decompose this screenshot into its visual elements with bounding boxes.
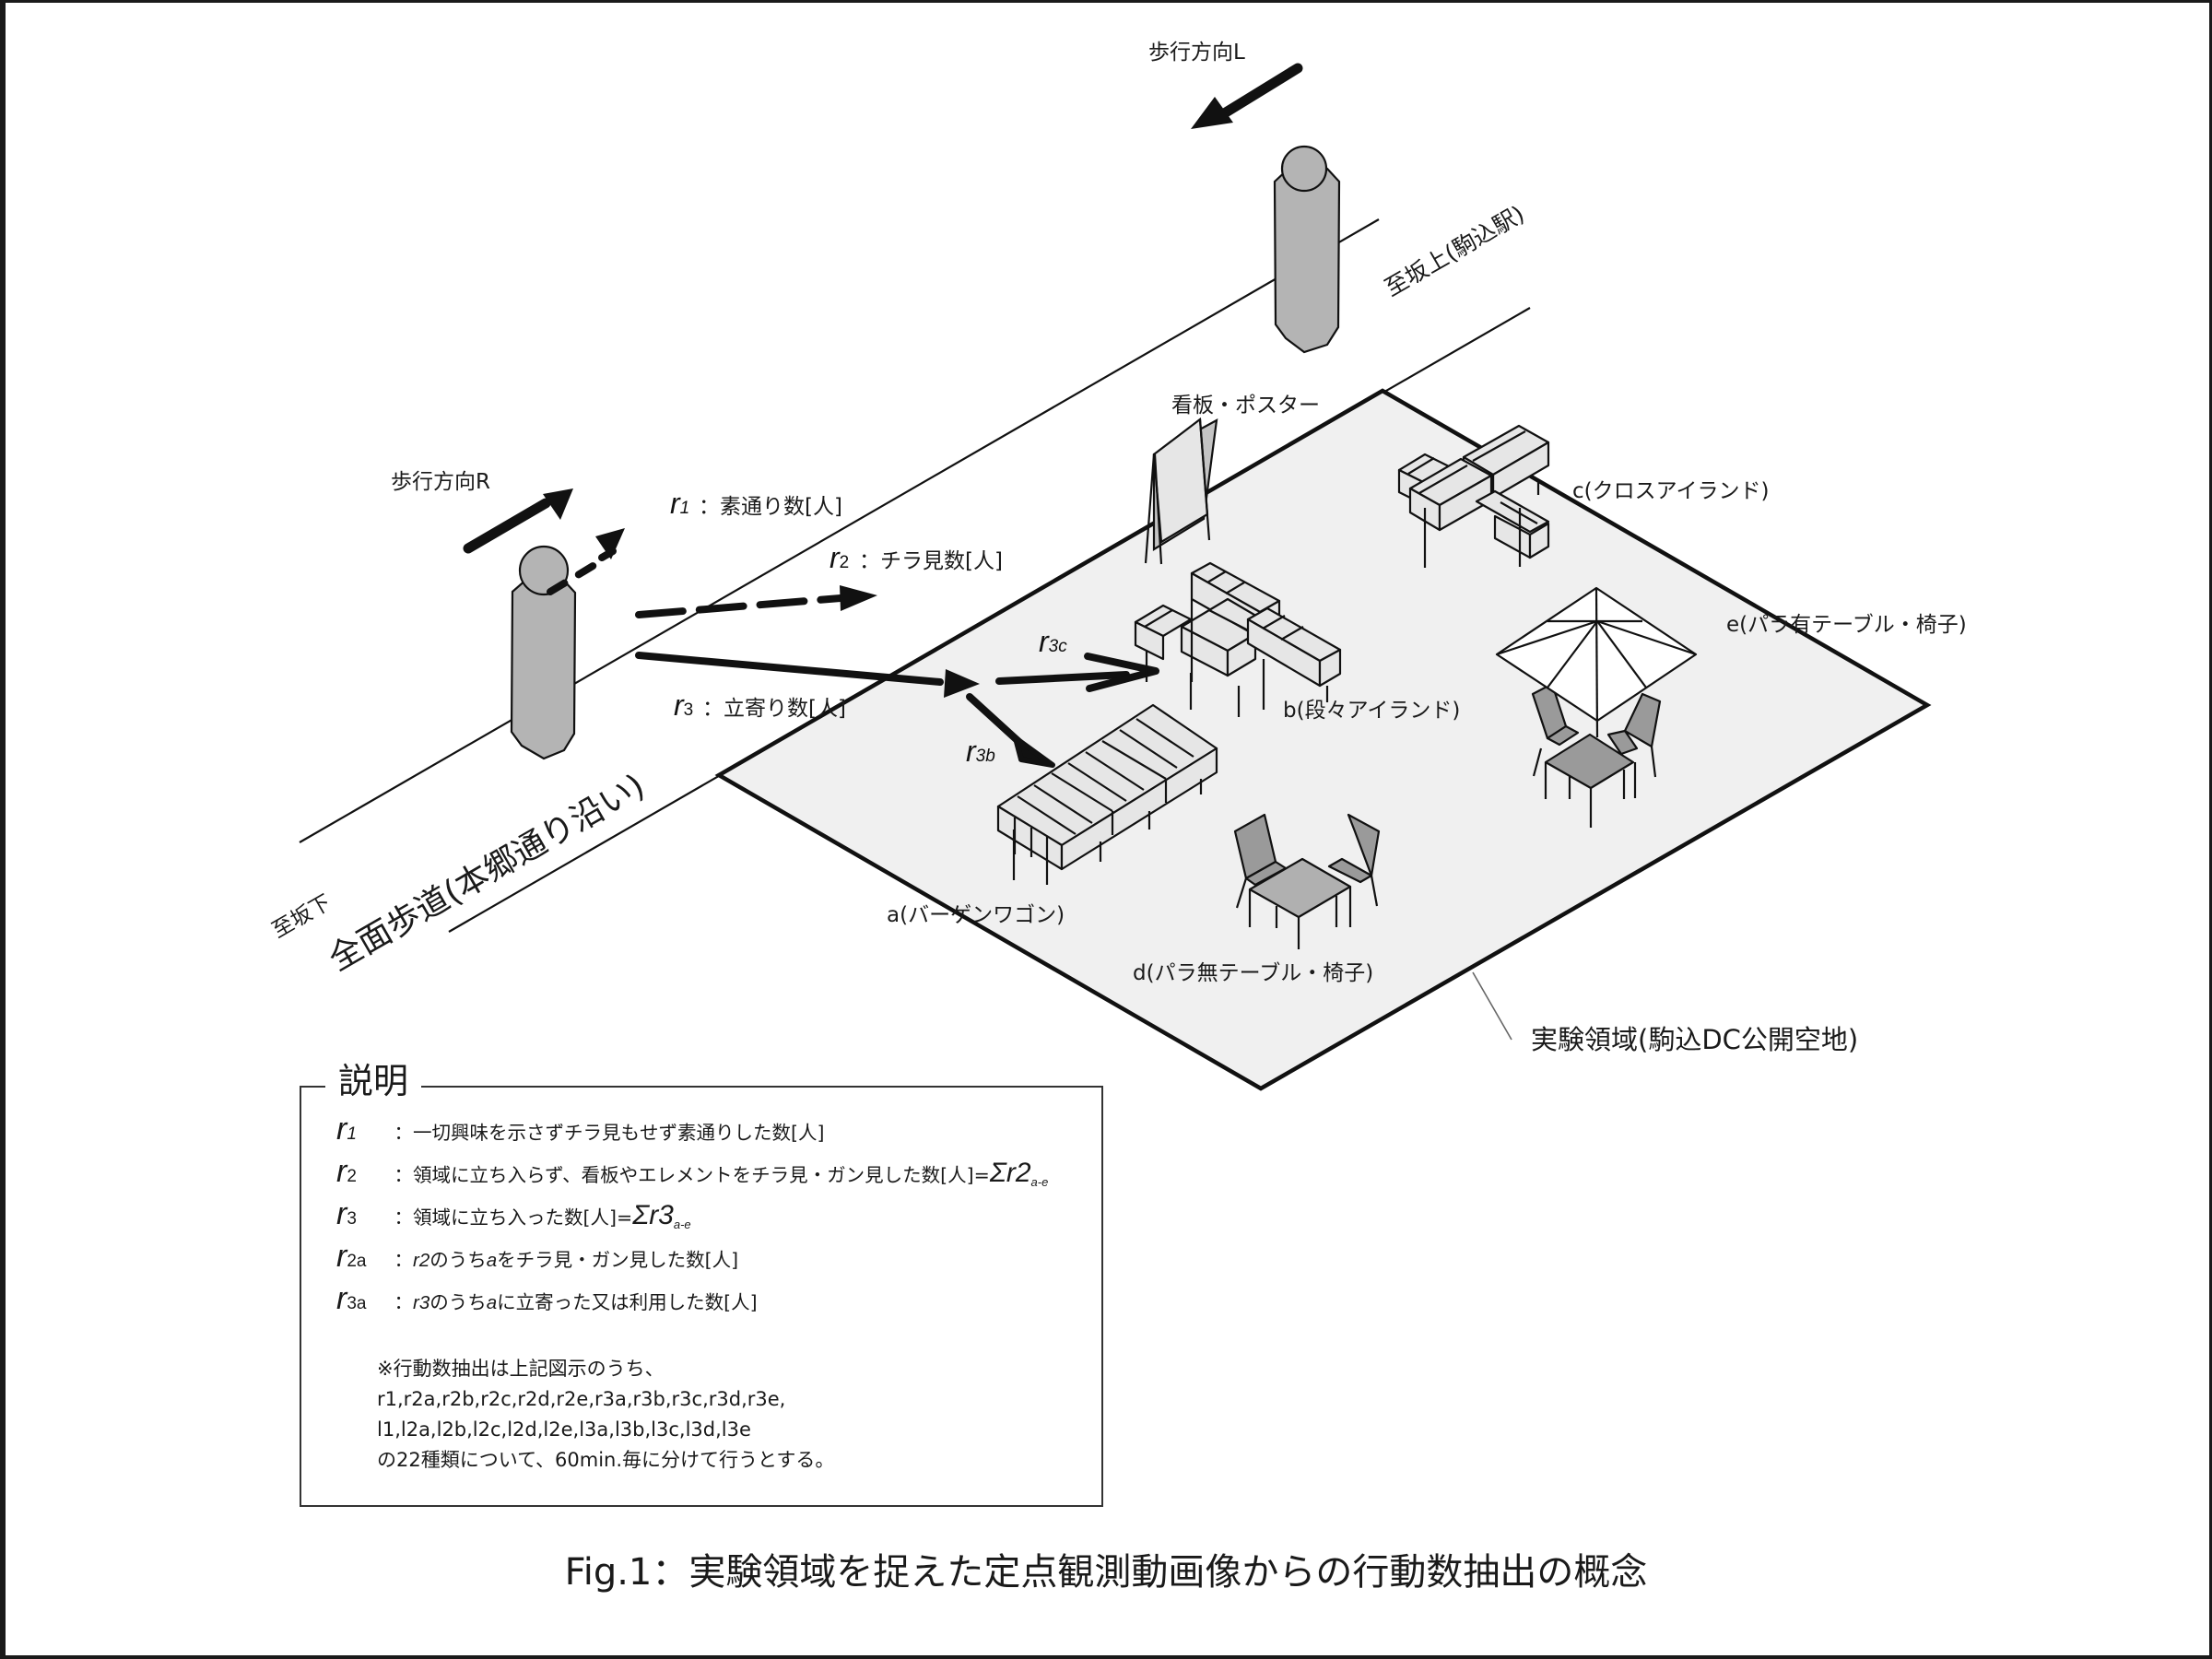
- legend-panel: 説明 r1 ：一切興味を示さずチラ見もせず素通りした数[人] r2 ：領域に立ち…: [300, 1058, 1103, 1507]
- flow-arrow-r1: [547, 528, 625, 595]
- fixture-c-label: c(クロスアイランド): [1572, 479, 1769, 503]
- legend-symbol: r3: [336, 1196, 357, 1231]
- flow-arrow-r3b: [966, 693, 1055, 768]
- flow-label-r2: r2 ：チラ見数[人]: [830, 541, 1003, 574]
- experiment-area-label: 実験領域(駒込DC公開空地): [1531, 1024, 1858, 1055]
- legend-row-r3a: r3a ：r3のうちaに立寄った又は利用した数[人]: [336, 1281, 758, 1316]
- signboard-poster: [1144, 417, 1218, 565]
- direction-l-label: 歩行方向L: [1148, 41, 1245, 65]
- legend-row-r2a: r2a ：r2のうちaをチラ見・ガン見した数[人]: [336, 1239, 739, 1274]
- legend-row-r2: r2 ：領域に立ち入らず、看板やエレメントをチラ見・ガン見した数[人]=Σr2a…: [336, 1154, 1049, 1190]
- fixture-d-label: d(パラ無テーブル・椅子): [1133, 961, 1373, 985]
- arrow-direction-l-icon: [1191, 63, 1303, 129]
- sidewalk-name-label: 全面歩道(本郷通り沿い): [323, 767, 652, 979]
- legend-symbol: r3a: [336, 1281, 367, 1316]
- arrow-direction-r-icon: [463, 488, 573, 554]
- svg-text:r3: r3: [674, 688, 693, 722]
- area-leader-line: [1472, 971, 1512, 1041]
- svg-text:：立寄り数[人]: ：立寄り数[人]: [702, 697, 846, 721]
- pedestrian-figure-left-direction: [1273, 145, 1341, 354]
- flow-label-r3: r3 ：立寄り数[人]: [674, 688, 846, 722]
- fixture-b-step-island: [1134, 561, 1342, 717]
- legend-note: ※行動数抽出は上記図示のうち、 r1,r2a,r2b,r2c,r2d,r2e,r…: [377, 1358, 835, 1471]
- fixture-e-table-parasol: [1495, 586, 1698, 828]
- pedestrian-figure-right-direction: [510, 545, 577, 760]
- toward-downhill-label: 至坂下: [268, 890, 335, 943]
- legend-symbol: r2: [336, 1154, 357, 1189]
- legend-row-r3: r3 ：領域に立ち入った数[人]=Σr3a-e: [336, 1196, 691, 1232]
- flow-arrow-r3c: [995, 653, 1159, 692]
- svg-text:r1: r1: [670, 487, 689, 520]
- fixture-e-label: e(パラ有テーブル・椅子): [1726, 613, 1967, 637]
- toward-uphill-label: 至坂上(駒込駅): [1381, 200, 1529, 301]
- svg-text:r2: r2: [830, 541, 849, 574]
- fixture-a-label: a(バーゲンワゴン): [887, 903, 1065, 927]
- legend-title: 説明: [325, 1058, 422, 1104]
- direction-r-label: 歩行方向R: [391, 470, 490, 494]
- sidewalk-edge-upper: [299, 218, 1380, 843]
- flow-arrow-r2: [635, 585, 877, 618]
- legend-row-r1: r1 ：一切興味を示さずチラ見もせず素通りした数[人]: [336, 1112, 825, 1147]
- flow-label-r1: r1 ：素通り数[人]: [670, 487, 842, 520]
- flow-label-r3c: r3c: [1039, 625, 1067, 658]
- flow-arrow-r3: [635, 652, 980, 698]
- legend-symbol: r1: [336, 1112, 357, 1147]
- fixture-d-table-no-parasol: [1233, 813, 1381, 949]
- flow-label-r3b: r3b: [966, 735, 995, 768]
- svg-text:：チラ見数[人]: ：チラ見数[人]: [859, 549, 1003, 573]
- signboard-label: 看板・ポスター: [1171, 394, 1320, 418]
- fixture-a-bargain-wagon: [996, 703, 1218, 885]
- svg-text:：素通り数[人]: ：素通り数[人]: [699, 495, 842, 519]
- experiment-area: [714, 388, 1932, 1091]
- legend-symbol: r2a: [336, 1239, 367, 1274]
- fixture-b-label: b(段々アイランド): [1283, 699, 1460, 723]
- fixture-c-cross-island: [1397, 424, 1550, 568]
- figure-caption: Fig.1：実験領域を捉えた定点観測動画像からの行動数抽出の概念: [564, 1551, 1648, 1594]
